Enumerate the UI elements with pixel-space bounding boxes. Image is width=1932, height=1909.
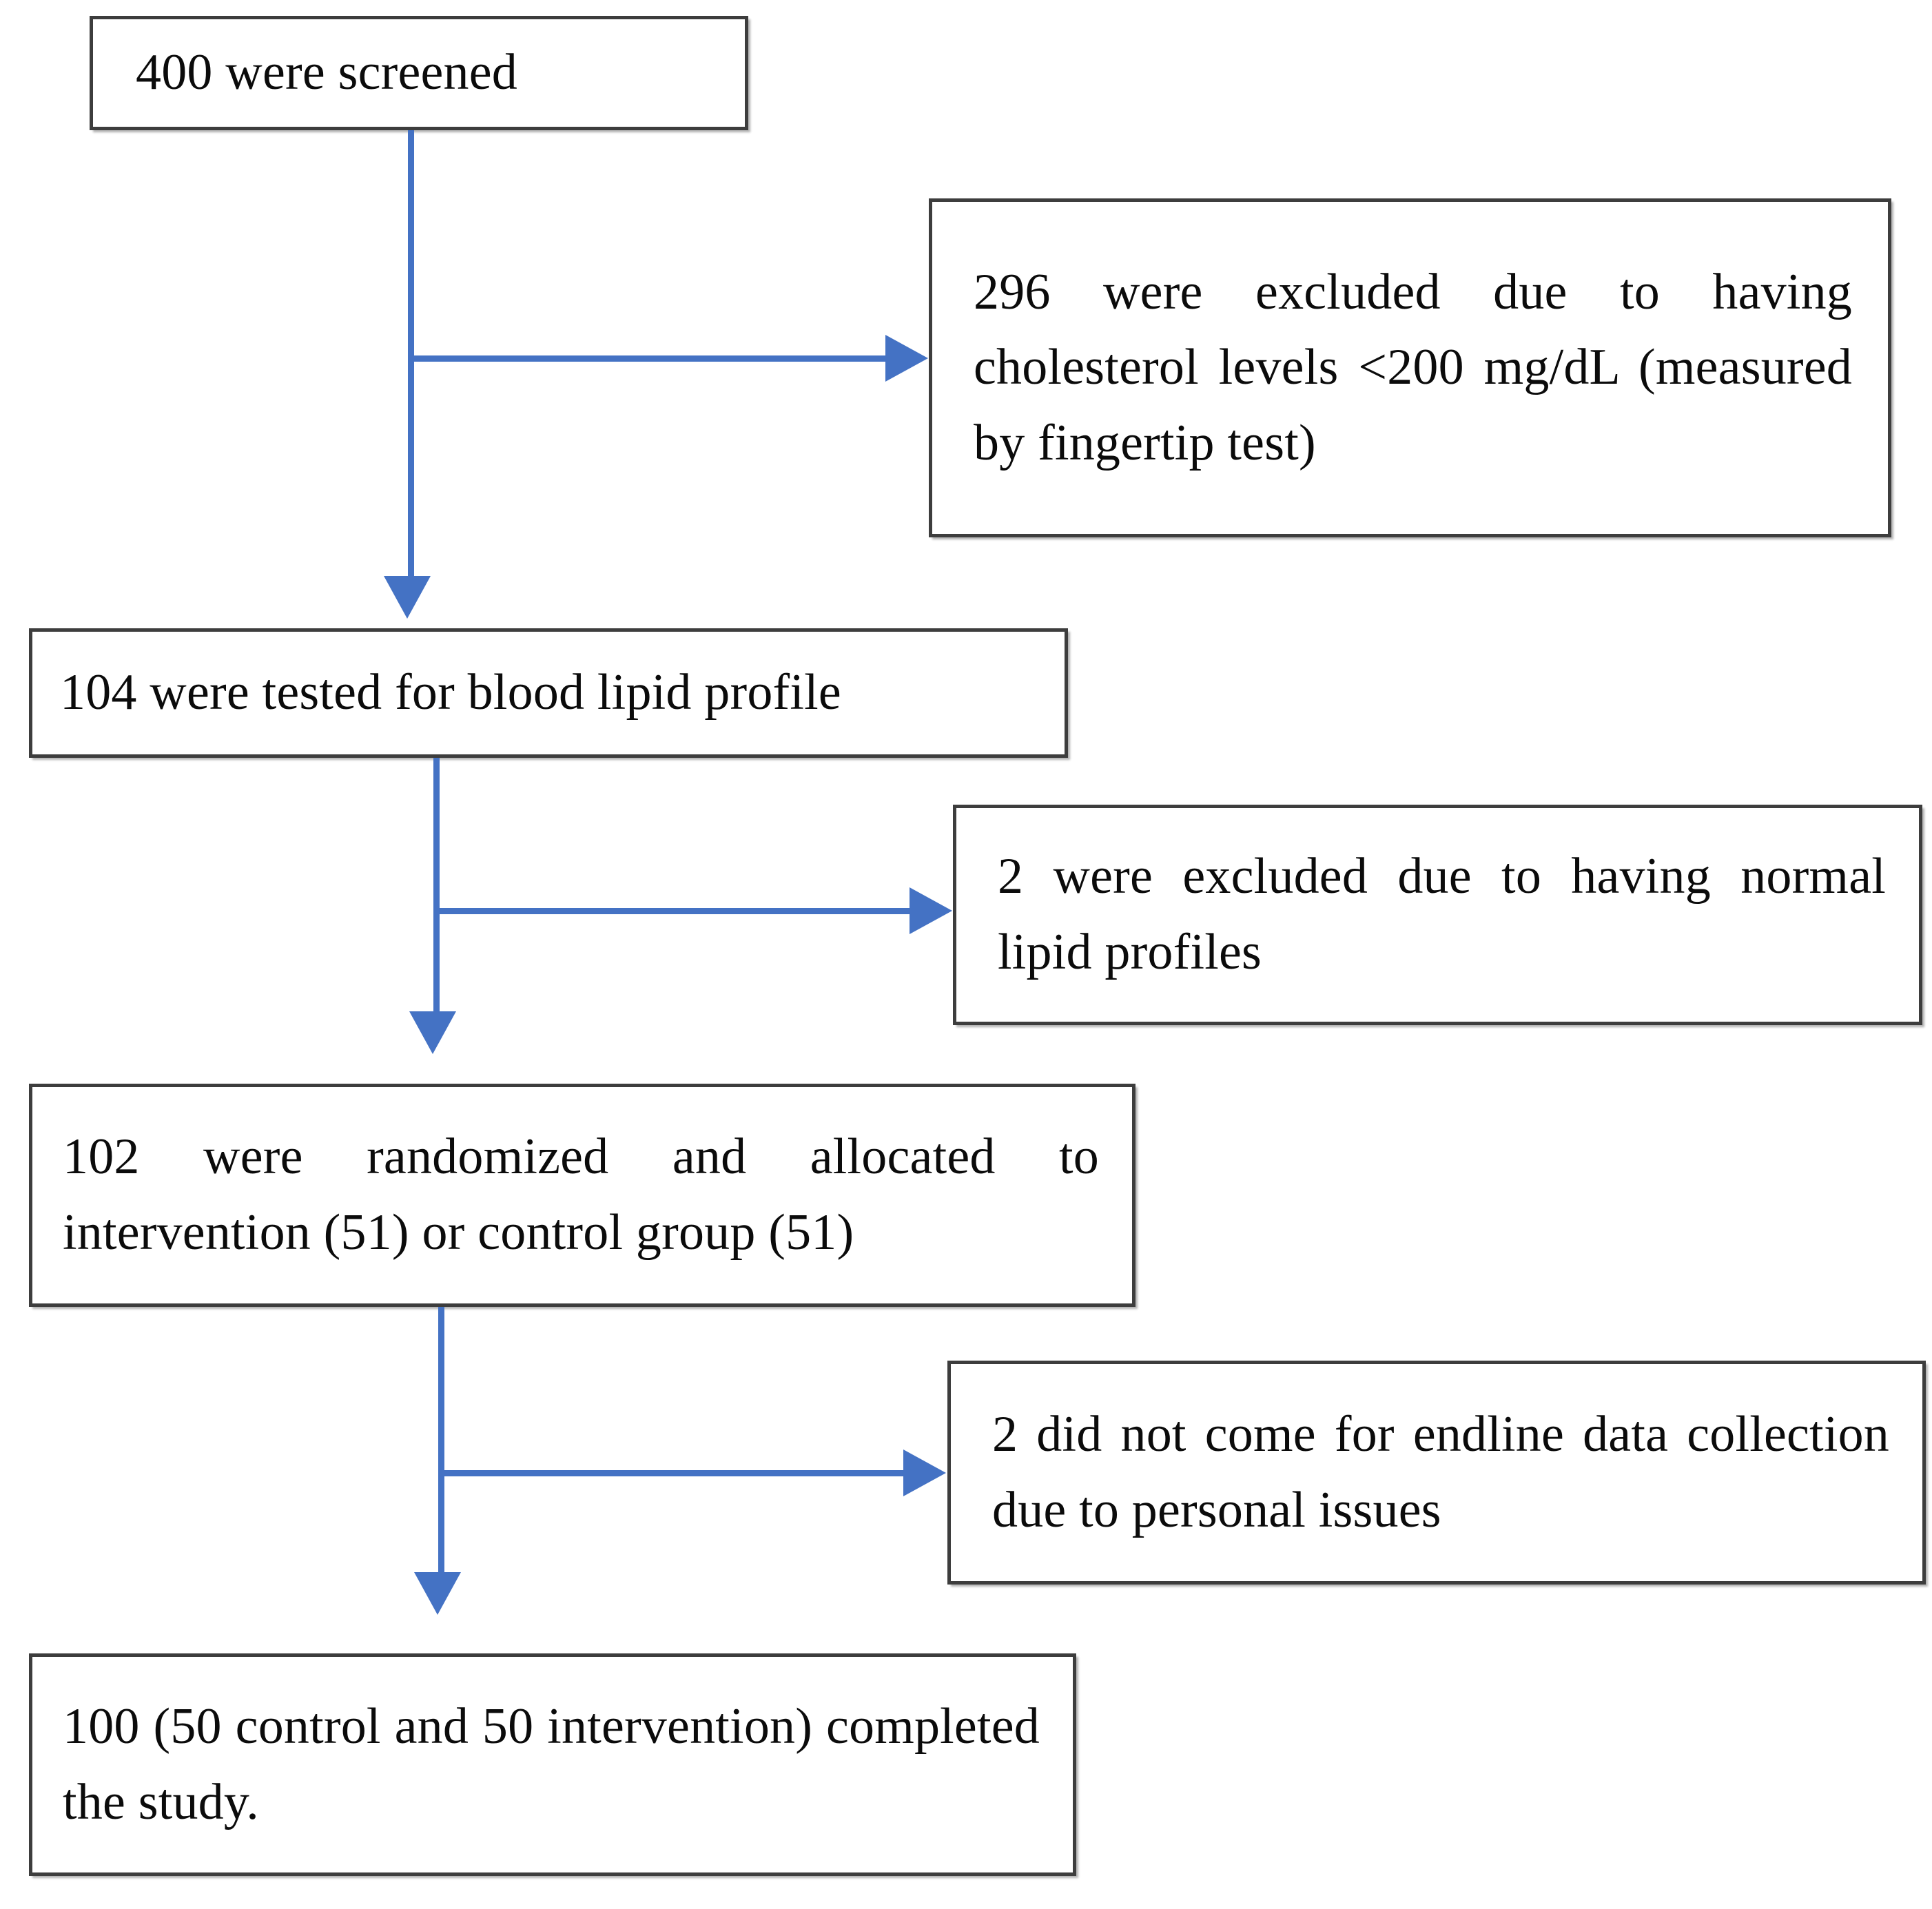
node-lost-endline-label: 2 did not come for endline data collecti… bbox=[992, 1405, 1889, 1538]
node-completed[interactable]: 100 (50 control and 50 intervention) com… bbox=[29, 1653, 1076, 1876]
node-screened[interactable]: 400 were screened bbox=[90, 16, 748, 130]
edge-tested-to-excluded-stem bbox=[440, 908, 911, 914]
edge-randomized-to-lost-stem bbox=[444, 1470, 905, 1476]
edge-screened-to-tested-stem bbox=[408, 130, 414, 579]
node-tested-lipid-profile[interactable]: 104 were tested for blood lipid profile bbox=[29, 628, 1068, 758]
node-tested-lipid-profile-label: 104 were tested for blood lipid profile bbox=[60, 664, 841, 721]
edge-screened-to-excluded-stem bbox=[414, 355, 887, 362]
node-randomized[interactable]: 102 were randomized and allocated to int… bbox=[29, 1084, 1135, 1307]
node-lost-endline[interactable]: 2 did not come for endline data collecti… bbox=[947, 1361, 1926, 1585]
edge-randomized-to-lost-arrowhead bbox=[903, 1449, 946, 1496]
edge-screened-to-excluded-arrowhead bbox=[885, 335, 928, 382]
node-completed-label: 100 (50 control and 50 intervention) com… bbox=[63, 1698, 1040, 1830]
node-excluded-normal-lipids-label: 2 were excluded due to having normal lip… bbox=[998, 848, 1886, 980]
edge-tested-to-randomized-arrowhead bbox=[409, 1011, 456, 1054]
edge-tested-to-excluded-arrowhead bbox=[910, 887, 952, 934]
edge-screened-to-tested-arrowhead bbox=[384, 576, 431, 619]
node-excluded-normal-lipids[interactable]: 2 were excluded due to having normal lip… bbox=[953, 805, 1922, 1025]
edge-randomized-to-completed-arrowhead bbox=[414, 1572, 461, 1615]
node-excluded-cholesterol[interactable]: 296 were excluded due to having choleste… bbox=[929, 198, 1891, 537]
node-screened-label: 400 were screened bbox=[136, 44, 517, 101]
edge-randomized-to-completed-stem bbox=[438, 1307, 444, 1577]
node-excluded-cholesterol-label: 296 were excluded due to having choleste… bbox=[974, 263, 1852, 471]
edge-tested-to-randomized-stem bbox=[433, 758, 440, 1016]
node-randomized-label: 102 were randomized and allocated to int… bbox=[63, 1128, 1099, 1261]
